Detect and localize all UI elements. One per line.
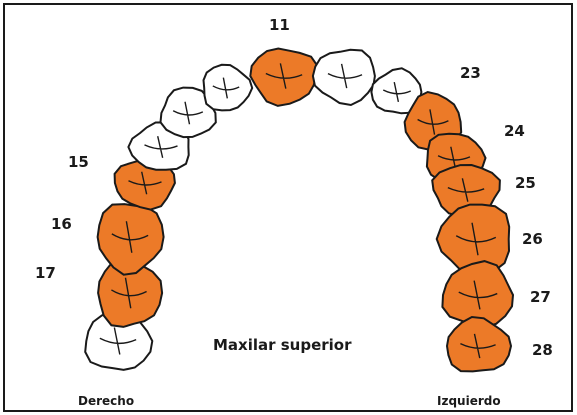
tooth-number-25: 25 bbox=[515, 174, 536, 192]
side-label-right-patient: Derecho bbox=[78, 394, 134, 408]
tooth-12 bbox=[204, 65, 253, 111]
tooth-number-26: 26 bbox=[522, 230, 543, 248]
tooth-21 bbox=[313, 50, 375, 105]
tooth-16 bbox=[98, 204, 164, 275]
arch-title: Maxilar superior bbox=[213, 336, 352, 354]
tooth-number-28: 28 bbox=[532, 341, 553, 359]
tooth-number-23: 23 bbox=[460, 64, 481, 82]
teeth-group bbox=[85, 49, 513, 372]
tooth-number-15: 15 bbox=[68, 153, 89, 171]
tooth-number-27: 27 bbox=[530, 288, 551, 306]
tooth-28 bbox=[447, 317, 511, 371]
tooth-11 bbox=[250, 49, 317, 106]
tooth-number-17: 17 bbox=[35, 264, 56, 282]
tooth-28-crown bbox=[447, 317, 511, 371]
tooth-number-11: 11 bbox=[269, 16, 290, 34]
tooth-12-crown bbox=[204, 65, 253, 111]
side-label-left-patient: Izquierdo bbox=[437, 394, 501, 408]
tooth-number-16: 16 bbox=[51, 215, 72, 233]
tooth-number-24: 24 bbox=[504, 122, 525, 140]
